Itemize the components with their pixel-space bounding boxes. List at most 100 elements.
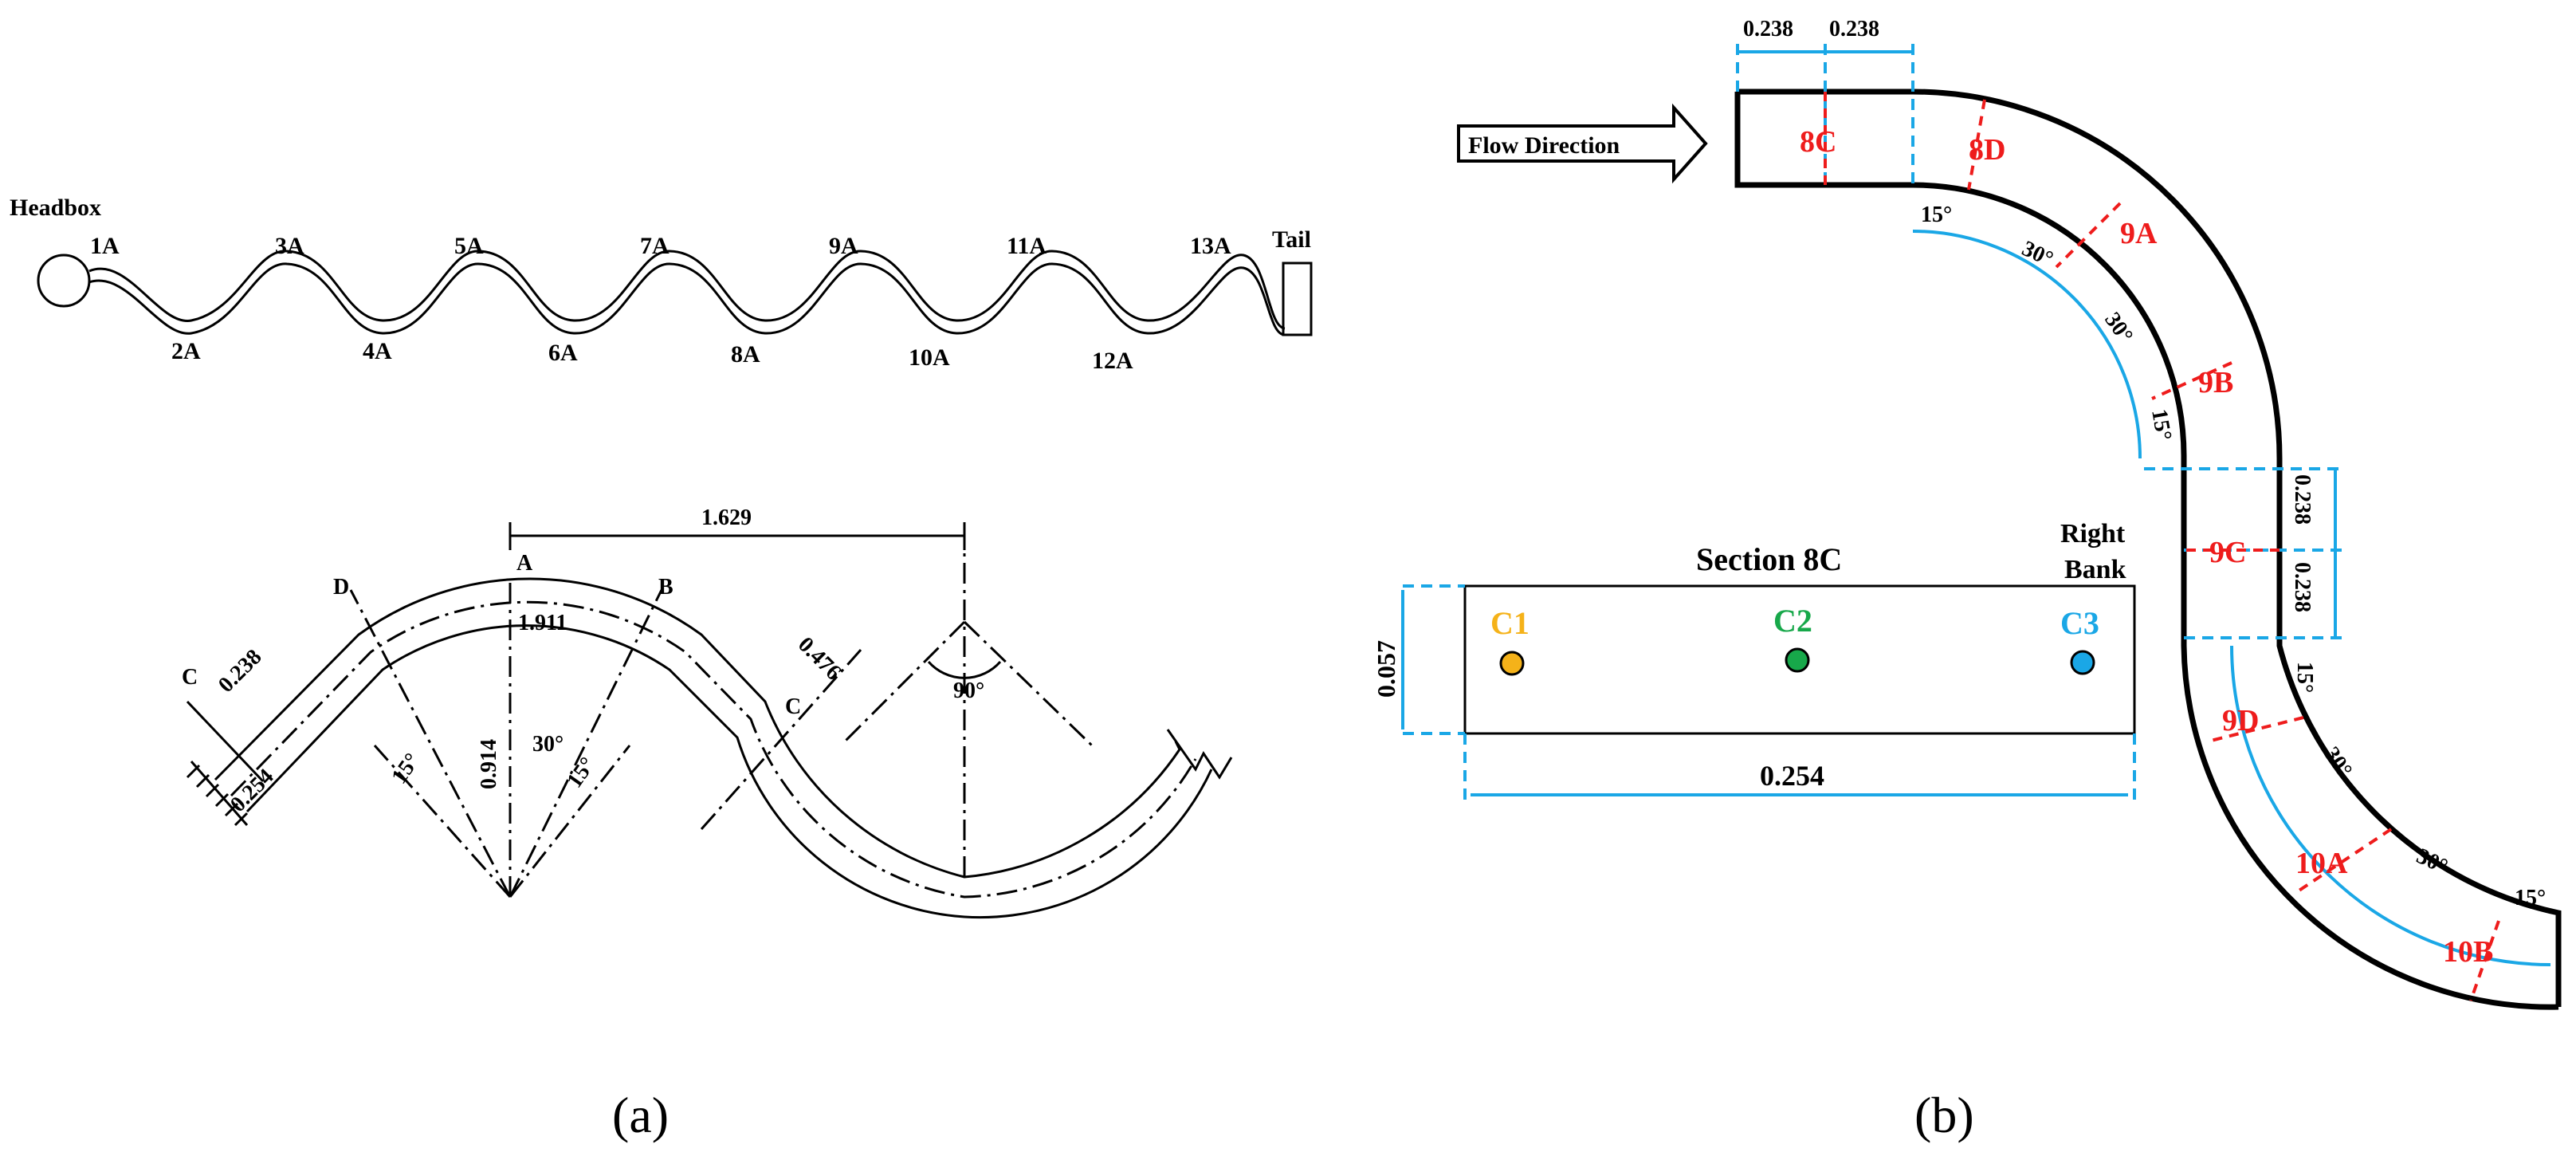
section-line <box>2294 828 2393 895</box>
side-dim-2: 0.238 <box>2290 562 2315 612</box>
flume-wall-inner <box>88 262 1286 336</box>
section-label: 11A <box>1007 233 1046 259</box>
angle-label: 15° <box>2292 662 2317 693</box>
point-label-b: B <box>658 575 673 600</box>
headbox-label: Headbox <box>10 195 101 221</box>
section-label: 12A <box>1092 348 1133 374</box>
tail-box <box>1282 262 1313 336</box>
headbox-circle <box>37 254 91 308</box>
radius-line-right <box>509 745 631 898</box>
inner-angle-arc-2 <box>2230 645 2551 966</box>
angle-label: 15° <box>2146 407 2176 442</box>
section-label: 8A <box>731 341 760 368</box>
section-label: 2A <box>171 338 201 364</box>
panel-b: Flow Direction 0.238 0.238 0.238 0.238 <box>1372 17 2562 1143</box>
section-label: 1A <box>90 233 120 259</box>
top-dim-2: 0.238 <box>1829 17 1879 41</box>
dim-width: 0.238 <box>214 644 266 697</box>
section-line <box>2469 920 2500 1001</box>
section-label: 9A <box>829 233 858 259</box>
inner-angle-arc-1 <box>1912 230 2142 459</box>
channel-wall-outer <box>214 577 1181 879</box>
flow-direction-label: Flow Direction <box>1468 132 1620 159</box>
section-labels-bottom: 2A 4A 6A 8A 10A 12A <box>171 338 1133 374</box>
radial-lines <box>186 526 1094 899</box>
channel-wall-inner <box>245 624 1213 919</box>
section-label-9c: 9C <box>2209 536 2246 569</box>
right-bank-label-2: Bank <box>2064 555 2126 584</box>
point-label-c1: C1 <box>1490 605 1530 641</box>
point-label-c-left: C <box>182 665 198 690</box>
angle-30: 30° <box>532 732 564 757</box>
angle-90-arc <box>927 661 1002 679</box>
section-label: 10A <box>909 344 950 371</box>
section-label-10a: 10A <box>2295 847 2348 880</box>
angle-label: 30° <box>2018 236 2057 272</box>
angle-label: 30° <box>2099 308 2138 348</box>
cross-section-height: 0.057 <box>1372 640 1400 698</box>
section-label-10b: 10B <box>2443 935 2493 969</box>
bend-geometry: 1.629 1.911 0.914 0.238 0.254 0.476 30° … <box>182 505 1233 919</box>
channel-inner-wall <box>1734 92 2559 1010</box>
angle-15-left: 15° <box>387 749 425 788</box>
angle-90: 90° <box>953 678 984 703</box>
section-label-8c: 8C <box>1800 125 1836 159</box>
right-center-line-l <box>843 620 966 743</box>
dim-radius: 0.914 <box>477 739 501 789</box>
top-dim-1: 0.238 <box>1743 17 1793 41</box>
top-dimensions: 0.238 0.238 <box>1736 17 1914 185</box>
flow-direction-arrow <box>1457 103 1708 184</box>
tail-label: Tail <box>1272 226 1311 253</box>
cross-section-title: Section 8C <box>1696 541 1842 577</box>
caption-b: (b) <box>1914 1087 1974 1143</box>
section-line <box>2151 361 2232 400</box>
point-label-c-right: C <box>785 694 801 719</box>
right-bank-label-1: Right <box>2060 519 2126 549</box>
measurement-point-c3 <box>2070 650 2095 675</box>
caption-a: (a) <box>612 1087 669 1143</box>
c-left-crossline <box>186 700 265 783</box>
break-symbol <box>1166 729 1233 780</box>
channel-outer-wall <box>1738 88 2562 1007</box>
panel-a: Headbox Tail 1A 3A 5A 7A 9A 11A 13A 2A 4… <box>10 195 1313 1143</box>
dim-centerline-length: 1.911 <box>518 611 567 635</box>
measurement-point-c2 <box>1785 647 1810 673</box>
point-label-c3: C3 <box>2060 605 2099 641</box>
section-label-8d: 8D <box>1969 133 2005 167</box>
c-right-crossline <box>700 649 862 830</box>
section-label: 5A <box>454 233 484 259</box>
section-label-9a: 9A <box>2120 217 2158 250</box>
angle-15-right: 15° <box>562 753 600 792</box>
section-label: 13A <box>1190 233 1231 259</box>
section-label-9d: 9D <box>2222 704 2259 737</box>
section-label: 7A <box>640 233 670 259</box>
dim-double-width: 0.476 <box>793 632 846 685</box>
section-label-9b: 9B <box>2198 366 2233 399</box>
point-label-c2: C2 <box>1773 603 1812 639</box>
cross-section: Section 8C Right Bank 0.057 0.254 C1 C2 … <box>1372 519 2136 801</box>
cross-section-width: 0.254 <box>1760 760 1824 792</box>
right-center-line-r <box>963 620 1094 747</box>
section-labels-top: 1A 3A 5A 7A 9A 11A 13A <box>90 233 1231 259</box>
section-label: 3A <box>275 233 304 259</box>
side-dim-1: 0.238 <box>2290 474 2315 525</box>
angle-label: 15° <box>2515 886 2546 910</box>
section-label: 4A <box>363 338 392 364</box>
cross-section-box <box>1463 584 2136 735</box>
inlet-hatching <box>186 761 249 827</box>
point-label-a: A <box>516 551 533 576</box>
section-labels: 8C 8D 9A 9B 9C 9D 10A 10B <box>1800 125 2493 969</box>
point-label-d: D <box>333 575 349 600</box>
radius-line-left <box>373 744 512 899</box>
measurement-point-c1 <box>1499 651 1525 676</box>
section-line <box>2055 202 2122 269</box>
flume-plan-view: Headbox Tail 1A 3A 5A 7A 9A 11A 13A 2A 4… <box>10 195 1313 374</box>
section-lines <box>1824 92 2500 1001</box>
section-line <box>1967 99 1986 191</box>
radius-line-b <box>509 589 663 898</box>
angle-label: 15° <box>1921 203 1952 227</box>
section-label: 6A <box>548 340 578 366</box>
flume-wall-outer <box>88 250 1286 330</box>
channel-centerline <box>230 600 1197 899</box>
